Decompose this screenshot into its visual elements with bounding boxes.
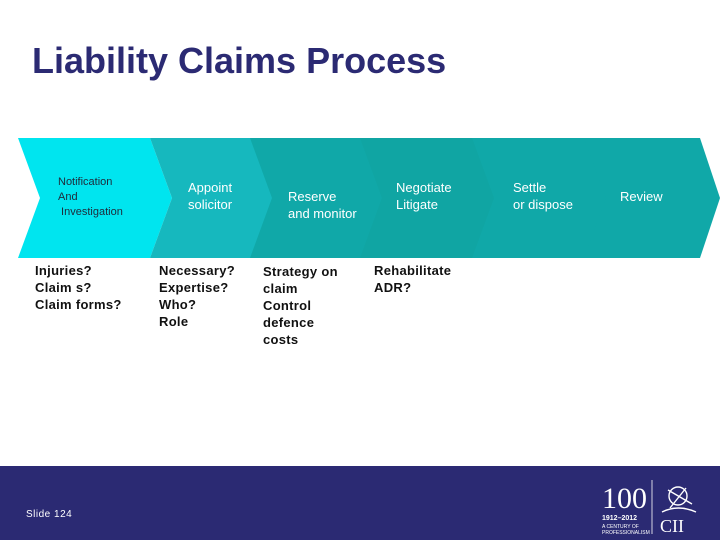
logo-crest-icon — [661, 486, 697, 513]
question-line: Necessary? — [159, 263, 235, 278]
question-line: Claim s? — [35, 280, 92, 295]
questions-appoint: Necessary? Expertise? Who? Role — [159, 262, 235, 330]
step-line: Reserve — [288, 189, 337, 204]
step-line: solicitor — [188, 197, 233, 212]
logo-brand: CII — [660, 516, 684, 536]
step-line: Settle — [513, 180, 547, 195]
question-line: defence — [263, 315, 315, 330]
step-line: Review — [620, 189, 663, 204]
logo-tagline-2: PROFESSIONALISM — [602, 530, 650, 536]
question-line: Claim forms? — [35, 297, 122, 312]
question-line: ADR? — [374, 280, 412, 295]
question-line: Rehabilitate — [374, 263, 452, 278]
question-line: costs — [263, 332, 299, 347]
question-line: Who? — [159, 297, 197, 312]
logo-centenary: 100 — [602, 482, 647, 515]
step-line: And — [58, 191, 78, 203]
chevron-negotiate-litigate — [360, 138, 502, 258]
step-label-notification: Notification And Investigation — [58, 175, 123, 220]
question-line: Expertise? — [159, 280, 229, 295]
slide-number: Slide 124 — [26, 509, 73, 520]
chevron-appoint-solicitor — [150, 138, 280, 258]
step-line: Notification — [58, 176, 113, 188]
footer-bar: Slide 124 100 1912–2012 A CENTURY OF PRO… — [0, 466, 720, 540]
step-line: and monitor — [288, 206, 357, 221]
cii-centenary-logo: 100 1912–2012 A CENTURY OF PROFESSIONALI… — [602, 480, 697, 536]
chevron-settle-dispose — [472, 138, 614, 258]
slide-title: Liability Claims Process — [32, 40, 447, 81]
step-line: Negotiate — [396, 180, 452, 195]
step-label-negotiate: Negotiate Litigate — [396, 179, 452, 213]
step-line: or dispose — [513, 197, 573, 212]
step-label-review: Review — [620, 188, 663, 205]
step-line: Litigate — [396, 197, 438, 212]
question-line: Control — [263, 298, 312, 313]
step-label-appoint: Appoint solicitor — [188, 179, 232, 213]
chevron-reserve-monitor — [250, 138, 384, 258]
logo-tagline-1: A CENTURY OF — [602, 524, 639, 530]
question-line: claim — [263, 281, 298, 296]
question-line: Strategy on — [263, 264, 338, 279]
question-line: Injuries? — [35, 263, 92, 278]
step-label-reserve: Reserve and monitor — [288, 188, 357, 222]
chevron-notification — [18, 138, 172, 258]
questions-notification: Injuries? Claim s? Claim forms? — [35, 262, 122, 313]
step-label-settle: Settle or dispose — [513, 179, 573, 213]
step-line: Appoint — [188, 180, 233, 195]
questions-negotiate: Rehabilitate ADR? — [374, 262, 451, 296]
questions-reserve: Strategy on claim Control defence costs — [263, 263, 338, 348]
logo-years: 1912–2012 — [602, 515, 637, 522]
question-line: Role — [159, 314, 189, 329]
chevron-review — [584, 138, 720, 258]
step-line: Investigation — [58, 206, 123, 218]
